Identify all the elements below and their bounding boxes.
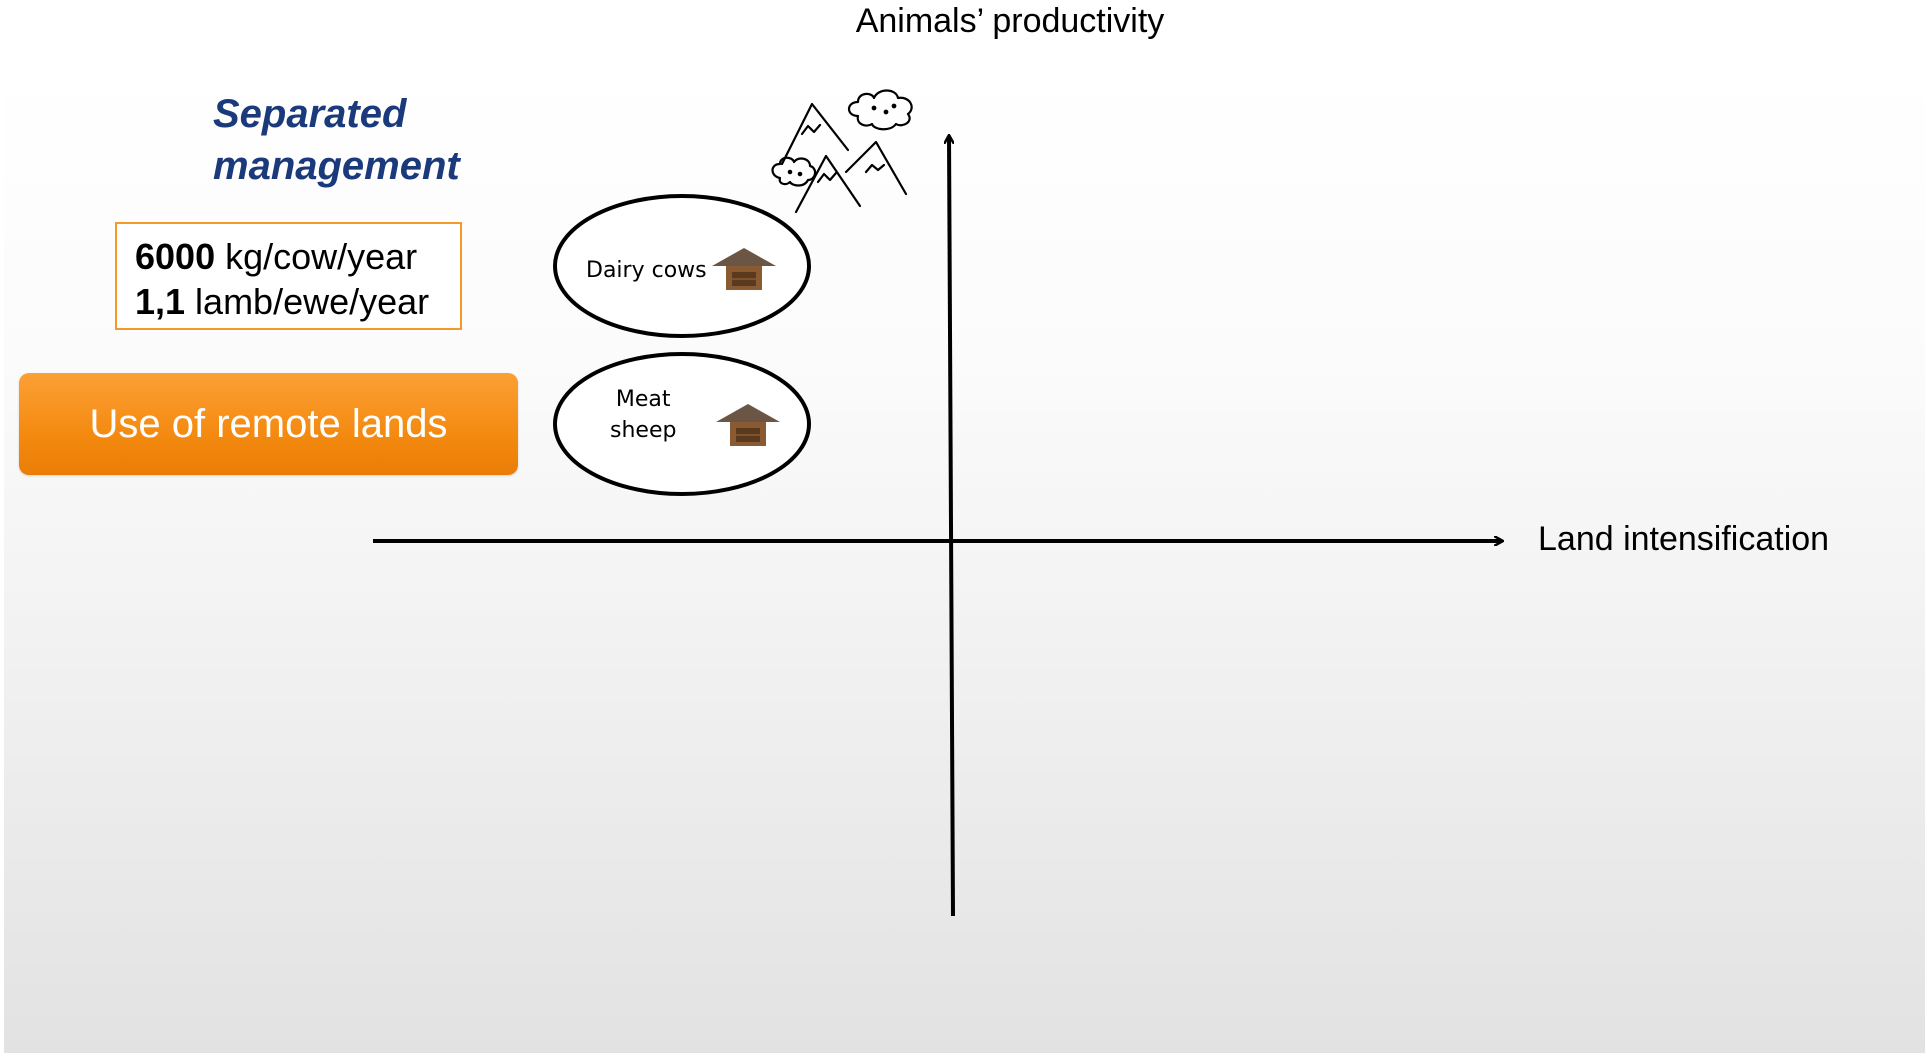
meat-sheep-label-line-1: Meat bbox=[615, 387, 671, 412]
title-line-2: management bbox=[213, 144, 460, 188]
sheep-barn-icon bbox=[716, 404, 780, 446]
title-line-1: Separated bbox=[213, 92, 407, 136]
productivity-stats-box: 6000 kg/cow/year 1,1 lamb/ewe/year bbox=[115, 222, 462, 330]
meat-sheep-label-line-2: sheep bbox=[610, 418, 677, 443]
page-title: Separated management bbox=[213, 88, 460, 192]
dairy-cows-ellipse bbox=[553, 194, 811, 338]
meat-sheep-label: Meat sheep bbox=[610, 384, 676, 446]
stat-ewe-lambs: 1,1 lamb/ewe/year bbox=[135, 281, 430, 322]
dairy-barn-icon bbox=[712, 248, 776, 290]
y-axis-label: Animals’ productivity bbox=[855, 2, 1165, 40]
x-axis-label: Land intensification bbox=[1538, 520, 1830, 558]
mountains-clouds-icon bbox=[771, 89, 913, 214]
stat-cow-milk: 6000 kg/cow/year bbox=[135, 236, 418, 277]
remote-lands-button[interactable]: Use of remote lands bbox=[19, 373, 518, 475]
y-axis-line bbox=[949, 136, 955, 917]
meat-sheep-ellipse bbox=[553, 352, 811, 496]
dairy-cows-label: Dairy cows bbox=[586, 258, 707, 283]
